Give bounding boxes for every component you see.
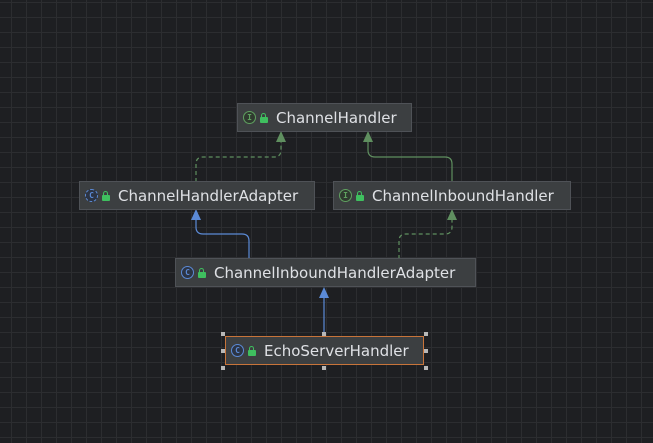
class-icon: C — [181, 266, 194, 279]
edge-channel-inbound-handler-extends-channel-handler — [367, 142, 453, 182]
node-channel-handler[interactable]: I ChannelHandler — [237, 103, 412, 132]
node-label: EchoServerHandler — [264, 341, 409, 360]
node-channel-inbound-handler-adapter[interactable]: C ChannelInboundHandlerAdapter — [175, 258, 476, 287]
arrowhead-channel-handler-right — [363, 131, 373, 142]
node-label: ChannelInboundHandlerAdapter — [214, 263, 456, 282]
class-icon: C — [231, 344, 244, 357]
unlocked-icon — [102, 190, 111, 201]
node-label: ChannelInboundHandler — [372, 186, 554, 205]
edge-channel-inbound-handler-adapter-implements-channel-inbound-handler — [398, 220, 453, 259]
node-channel-inbound-handler[interactable]: I ChannelInboundHandler — [333, 181, 571, 210]
unlocked-icon — [248, 345, 257, 356]
edge-channel-handler-adapter-implements-channel-handler — [195, 142, 282, 182]
unlocked-icon — [356, 190, 365, 201]
node-echo-server-handler[interactable]: C EchoServerHandler — [225, 336, 424, 365]
selection-handle-bottom-left[interactable] — [221, 366, 225, 370]
selection-handle-top-middle[interactable] — [322, 332, 326, 336]
arrowhead-channel-inbound-handler-adapter — [319, 287, 329, 298]
arrowhead-channel-handler-left — [276, 131, 286, 142]
unlocked-icon — [198, 267, 207, 278]
edge-channel-inbound-handler-adapter-extends-channel-handler-adapter — [195, 220, 250, 259]
selection-handle-middle-left[interactable] — [221, 349, 225, 353]
selection-handle-middle-right[interactable] — [424, 349, 428, 353]
abstract-class-icon: C — [85, 189, 98, 202]
interface-icon: I — [339, 189, 352, 202]
selection-handle-top-right[interactable] — [424, 332, 428, 336]
selection-handle-bottom-middle[interactable] — [322, 366, 326, 370]
selection-handle-top-left[interactable] — [221, 332, 225, 336]
node-label: ChannelHandler — [276, 108, 397, 127]
node-channel-handler-adapter[interactable]: C ChannelHandlerAdapter — [79, 181, 315, 210]
arrowhead-channel-inbound-handler — [447, 209, 457, 220]
interface-icon: I — [243, 111, 256, 124]
selection-handle-bottom-right[interactable] — [424, 366, 428, 370]
unlocked-icon — [260, 112, 269, 123]
arrowhead-channel-handler-adapter — [191, 209, 201, 220]
node-label: ChannelHandlerAdapter — [118, 186, 299, 205]
